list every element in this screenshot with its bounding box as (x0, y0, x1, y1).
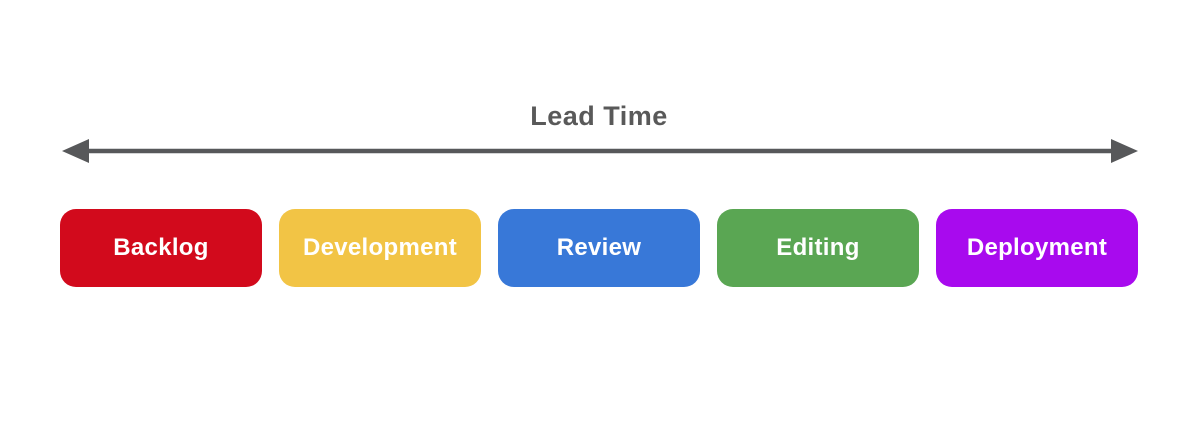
stage-backlog: Backlog (60, 209, 262, 287)
stage-editing-label: Editing (776, 234, 860, 261)
arrow-right-head-icon (1111, 139, 1138, 163)
stage-development: Development (279, 209, 481, 287)
stage-deployment: Deployment (936, 209, 1138, 287)
diagram-title: Lead Time (530, 101, 668, 131)
stage-review-label: Review (556, 234, 642, 261)
stage-deployment-label: Deployment (966, 234, 1108, 261)
arrow-left-head-icon (62, 139, 89, 163)
stages-row: Backlog Development Review Editing Deplo… (60, 209, 1138, 287)
stage-backlog-label: Backlog (113, 234, 209, 261)
stage-development-label: Development (302, 234, 457, 261)
stage-editing: Editing (717, 209, 919, 287)
stage-review: Review (498, 209, 700, 287)
lead-time-arrow (62, 139, 1138, 163)
